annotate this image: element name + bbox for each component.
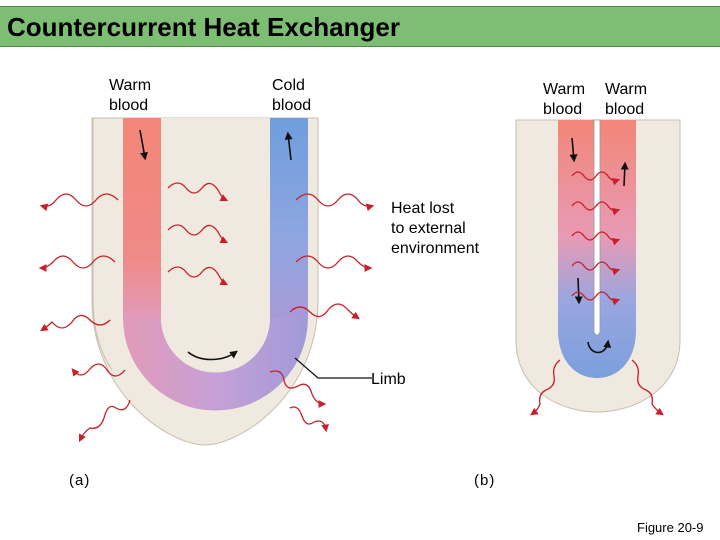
flow-arrows-b [569, 137, 629, 354]
panel-b-label: (b) [474, 472, 496, 489]
slide-title: Countercurrent Heat Exchanger [7, 12, 400, 42]
vessel-a [123, 118, 308, 411]
limb-label: Limb [371, 371, 406, 388]
warm-blood-label-a: Warm blood [109, 77, 152, 114]
vessel-b [558, 119, 636, 378]
warm-blood-label-b-right: Warm blood [605, 81, 648, 118]
title-bar: Countercurrent Heat Exchanger [0, 6, 720, 47]
panel-a-label: (a) [69, 472, 91, 489]
warm-blood-label-b-left: Warm blood [543, 81, 586, 118]
flow-arrows-a [139, 129, 293, 361]
heat-arrows-b [530, 171, 664, 416]
heat-arrows-a [38, 182, 375, 443]
limb-pointer [294, 357, 372, 379]
heat-lost-label: Heat lost to external environment [391, 200, 480, 257]
cold-blood-label-a: Cold blood [272, 77, 312, 114]
figure-caption: Figure 20-9 [637, 520, 704, 535]
